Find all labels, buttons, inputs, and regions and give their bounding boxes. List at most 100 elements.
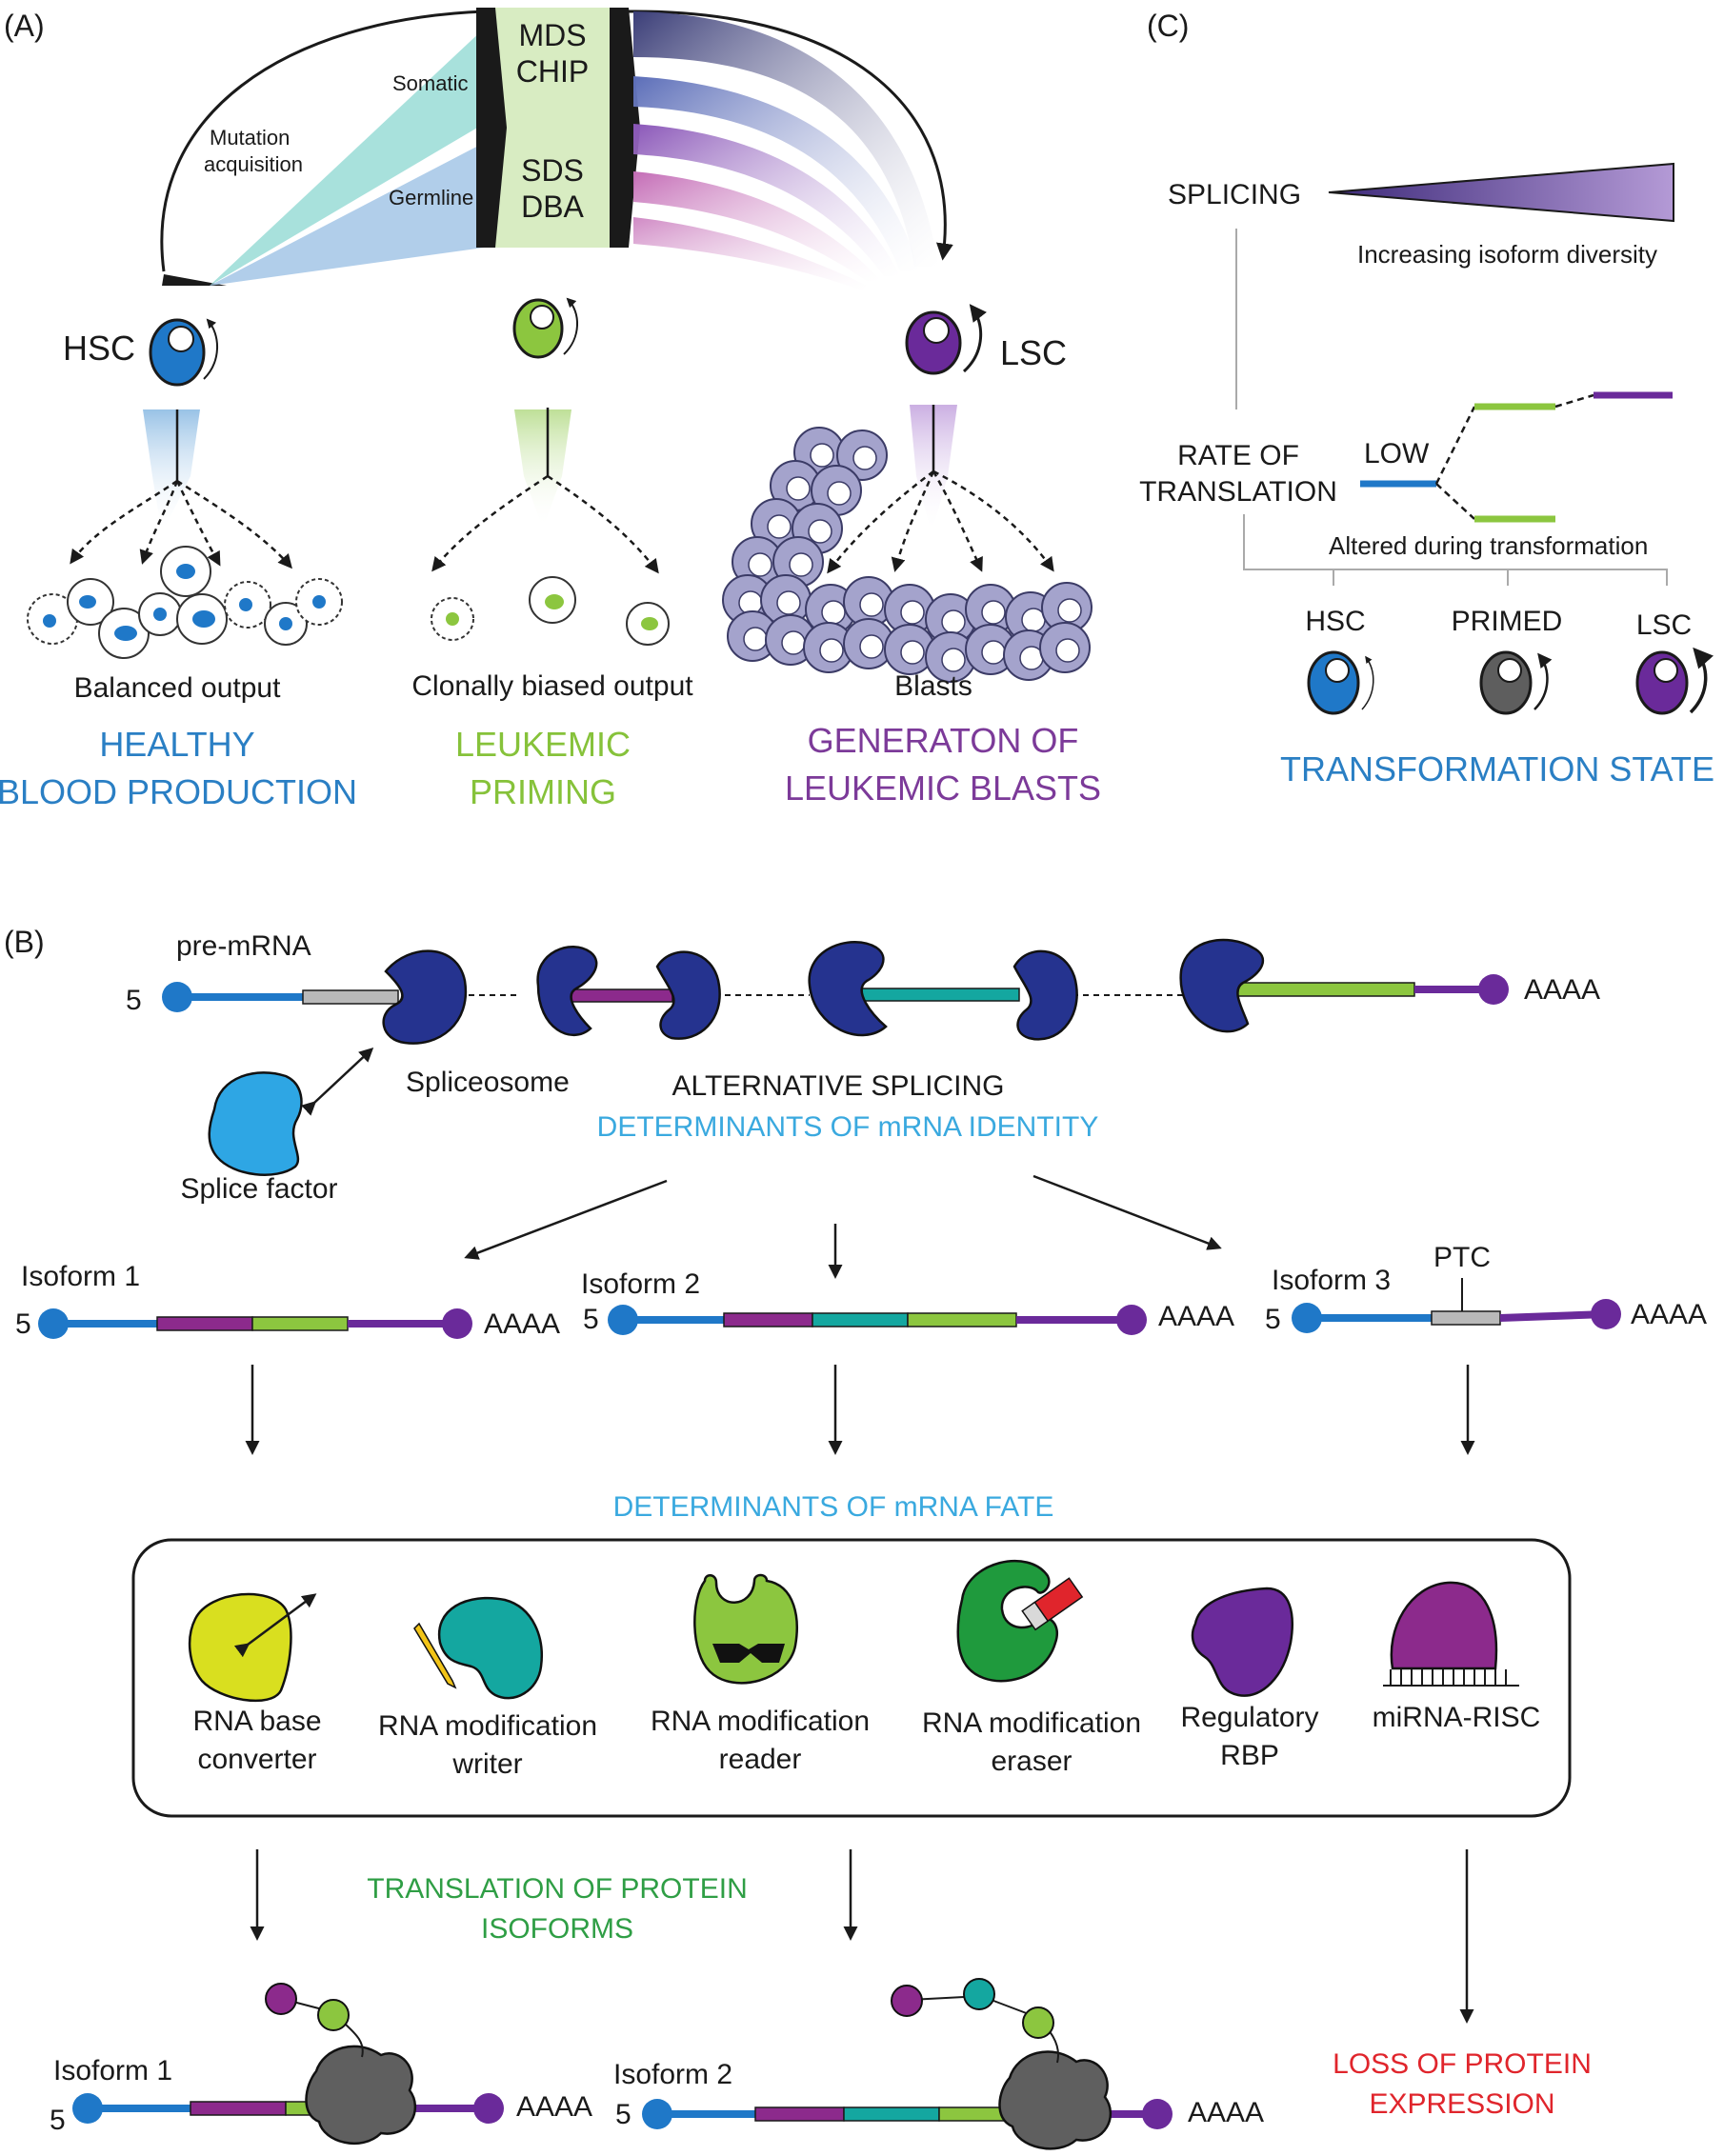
blast-nucleus <box>819 638 844 663</box>
lsc-label: LSC <box>1000 333 1067 372</box>
blast-nucleus <box>900 600 925 625</box>
state-primed-nucleus <box>1497 658 1522 683</box>
pre-mrna-tail <box>1478 974 1509 1005</box>
factor-1-line-1: RNA base <box>192 1706 321 1737</box>
eraser-protein-icon <box>956 1560 1058 1683</box>
hsc-branch-1 <box>70 479 178 565</box>
balanced-output-nuclei <box>43 564 326 641</box>
isoform-1-green <box>251 1316 349 1331</box>
peptide-1-green <box>317 1999 350 2031</box>
rate-branch-down <box>1435 483 1475 520</box>
low-label: LOW <box>1364 438 1430 469</box>
split-arrow-3 <box>1032 1174 1222 1250</box>
priming-line-1: LEUKEMIC <box>455 725 631 764</box>
box-left-edge <box>476 8 507 248</box>
peptide-1-magenta <box>265 1983 297 2015</box>
splice-factor-arrow <box>301 1047 374 1116</box>
protein-isoform-1-polya: AAAA <box>516 2091 592 2123</box>
splicing-label: SPLICING <box>1168 179 1301 210</box>
blast-nucleus <box>981 640 1006 665</box>
protein-isoform-1-five: 5 <box>50 2105 66 2136</box>
mutation-label-2: acquisition <box>204 152 303 176</box>
box-sds: SDS <box>521 153 584 188</box>
base-converter-icon <box>188 1592 292 1703</box>
split-arrow-1 <box>464 1179 668 1260</box>
state-hsc-nucleus <box>1325 658 1350 683</box>
pre-mrna-polya: AAAA <box>1524 974 1600 1006</box>
isoform-2-label: Isoform 2 <box>581 1268 700 1300</box>
primed-fan <box>514 409 571 529</box>
pre-mrna-magenta-segment <box>567 988 673 1003</box>
blast-nucleus <box>808 519 832 544</box>
protein-isoform-1-tail <box>473 2093 504 2124</box>
mutation-label-1: Mutation <box>210 126 290 150</box>
state-lsc-nucleus <box>1654 658 1678 683</box>
protein-isoform-1-label: Isoform 1 <box>53 2055 172 2086</box>
isoform-1-polya: AAAA <box>484 1308 560 1340</box>
blast-nucleus <box>941 648 966 672</box>
primed-cell-out-2-nucleus <box>545 594 564 609</box>
altered-label: Altered during transformation <box>1329 531 1648 560</box>
panel-a-label: (A) <box>4 9 45 43</box>
generation-line-1: GENERATON OF <box>808 721 1079 760</box>
blast-nucleus <box>859 592 884 617</box>
fate-box <box>131 1538 1572 1818</box>
rate-line-2: TRANSLATION <box>1139 476 1337 508</box>
spliceosome-3b <box>1012 949 1078 1041</box>
spliceosome-2b <box>655 950 721 1040</box>
lsc-branch-1 <box>827 470 934 574</box>
isoform-2-green <box>907 1312 1017 1328</box>
protein-isoform-2-label: Isoform 2 <box>613 2059 732 2090</box>
ribosome-2 <box>998 2050 1113 2150</box>
primed-cell-out-1-nucleus <box>446 612 459 626</box>
ribbon-2 <box>633 76 919 271</box>
protein-isoform-1-magenta <box>190 2101 287 2116</box>
lsc-branch-2 <box>891 470 935 572</box>
factor-3-line-2: reader <box>719 1744 802 1775</box>
hsc-self-renew-arrow <box>203 318 219 380</box>
protein-isoform-2-magenta <box>754 2106 845 2122</box>
blast-nucleus <box>1055 638 1080 663</box>
rate-line-1: RATE OF <box>1177 440 1299 471</box>
pre-mrna-gray-segment <box>302 989 399 1005</box>
isoform-2-teal <box>812 1312 909 1328</box>
state-lsc-label: LSC <box>1636 609 1692 641</box>
states-connector <box>1243 514 1668 586</box>
hsc-branch-3 <box>175 480 221 567</box>
ribosome-1 <box>305 2045 417 2146</box>
risc-icon <box>1390 1581 1498 1670</box>
state-lsc-arrow <box>1689 647 1714 714</box>
healthy-line-1: HEALTHY <box>99 725 254 764</box>
spliceosome-label: Spliceosome <box>406 1067 570 1098</box>
primed-cell-out-3-nucleus <box>641 617 658 630</box>
factor-4-line-1: RNA modification <box>922 1707 1141 1739</box>
state-hsc-label: HSC <box>1305 606 1365 637</box>
pre-mrna-green-segment <box>1233 982 1415 997</box>
blast-cells <box>722 427 1093 683</box>
primed-branch-1 <box>431 474 549 572</box>
factor-4-line-2: eraser <box>991 1746 1072 1777</box>
isoform-3-polya: AAAA <box>1631 1299 1707 1330</box>
rate-branch-up <box>1434 406 1476 485</box>
factor-1-line-2: converter <box>197 1744 316 1775</box>
ptc-label: PTC <box>1433 1242 1491 1273</box>
rbp-icon <box>1191 1587 1293 1697</box>
spliceosome-1 <box>382 949 468 1045</box>
isoform-1-tail <box>442 1308 472 1339</box>
isoform-2-tail <box>1116 1305 1147 1335</box>
arc-arrowhead <box>162 274 227 286</box>
pre-mrna-five: 5 <box>126 985 142 1016</box>
blast-nucleus <box>821 600 846 625</box>
blast-nucleus <box>827 481 852 506</box>
spliceosome-2a <box>536 945 598 1037</box>
blasts-label: Blasts <box>894 670 972 702</box>
pencil-icon <box>413 1622 457 1689</box>
protein-isoform-2-teal <box>843 2106 940 2122</box>
hsc-branch-4 <box>176 479 292 569</box>
translation-line-1: TRANSLATION OF PROTEIN <box>367 1873 747 1905</box>
factor-5-line-2: RBP <box>1220 1740 1279 1771</box>
alt-splicing-label: ALTERNATIVE SPLICING <box>672 1070 1005 1102</box>
blast-nucleus <box>776 590 801 615</box>
box-dba: DBA <box>521 190 584 224</box>
eraser-icon <box>1021 1577 1084 1631</box>
